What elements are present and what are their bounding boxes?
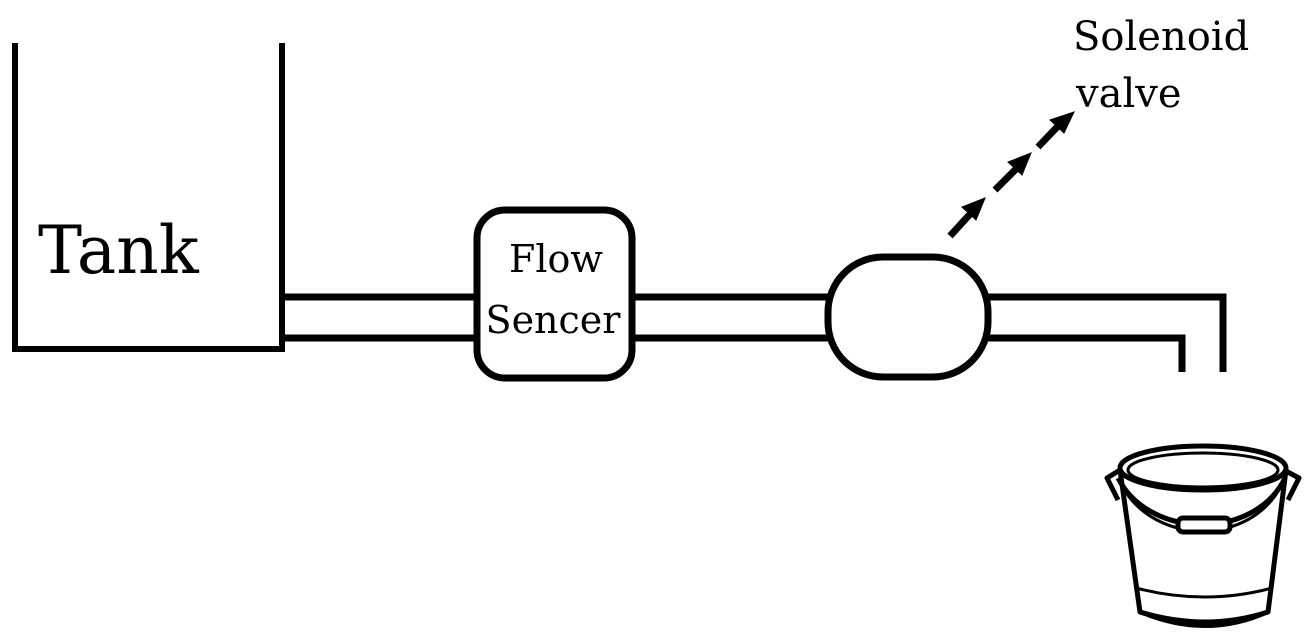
pipe-outlet-inner [986,334,1186,372]
solenoid-valve-body [824,253,992,381]
arrow-head-1 [961,197,986,221]
pipe [282,293,1227,372]
flow-sensor-label-line1: Flow [509,237,603,281]
flow-sensor-label-line2: Sencer [486,298,622,342]
bucket-rim-inner [1126,451,1280,489]
bucket-body [1117,469,1289,625]
arrow-dash-3 [1035,121,1063,150]
bucket-bottom [1139,610,1269,628]
valve-pointer-arrow [947,111,1075,239]
bucket-bottom-band [1135,586,1273,599]
pipe-outlet-outer [986,293,1227,372]
bucket-icon [1104,443,1302,628]
tank-label: Tank [38,212,200,289]
solenoid-valve [824,253,992,381]
bucket-handle-grip [1175,515,1233,535]
arrow-head-2 [1007,152,1032,176]
flow-sensor: Flow Sencer [473,206,636,382]
tank: Tank [12,43,285,352]
arrow-head-3 [1049,111,1075,134]
solenoid-valve-label-line2: valve [1075,71,1182,117]
solenoid-valve-label-line1: Solenoid [1073,14,1249,60]
tank-outline [12,43,285,352]
bucket-lug-left [1104,467,1122,502]
flow-sensor-box [473,206,636,382]
arrow-dash-2 [992,164,1021,193]
bucket-lug-right [1282,467,1302,502]
arrow-dash-1 [947,209,975,239]
